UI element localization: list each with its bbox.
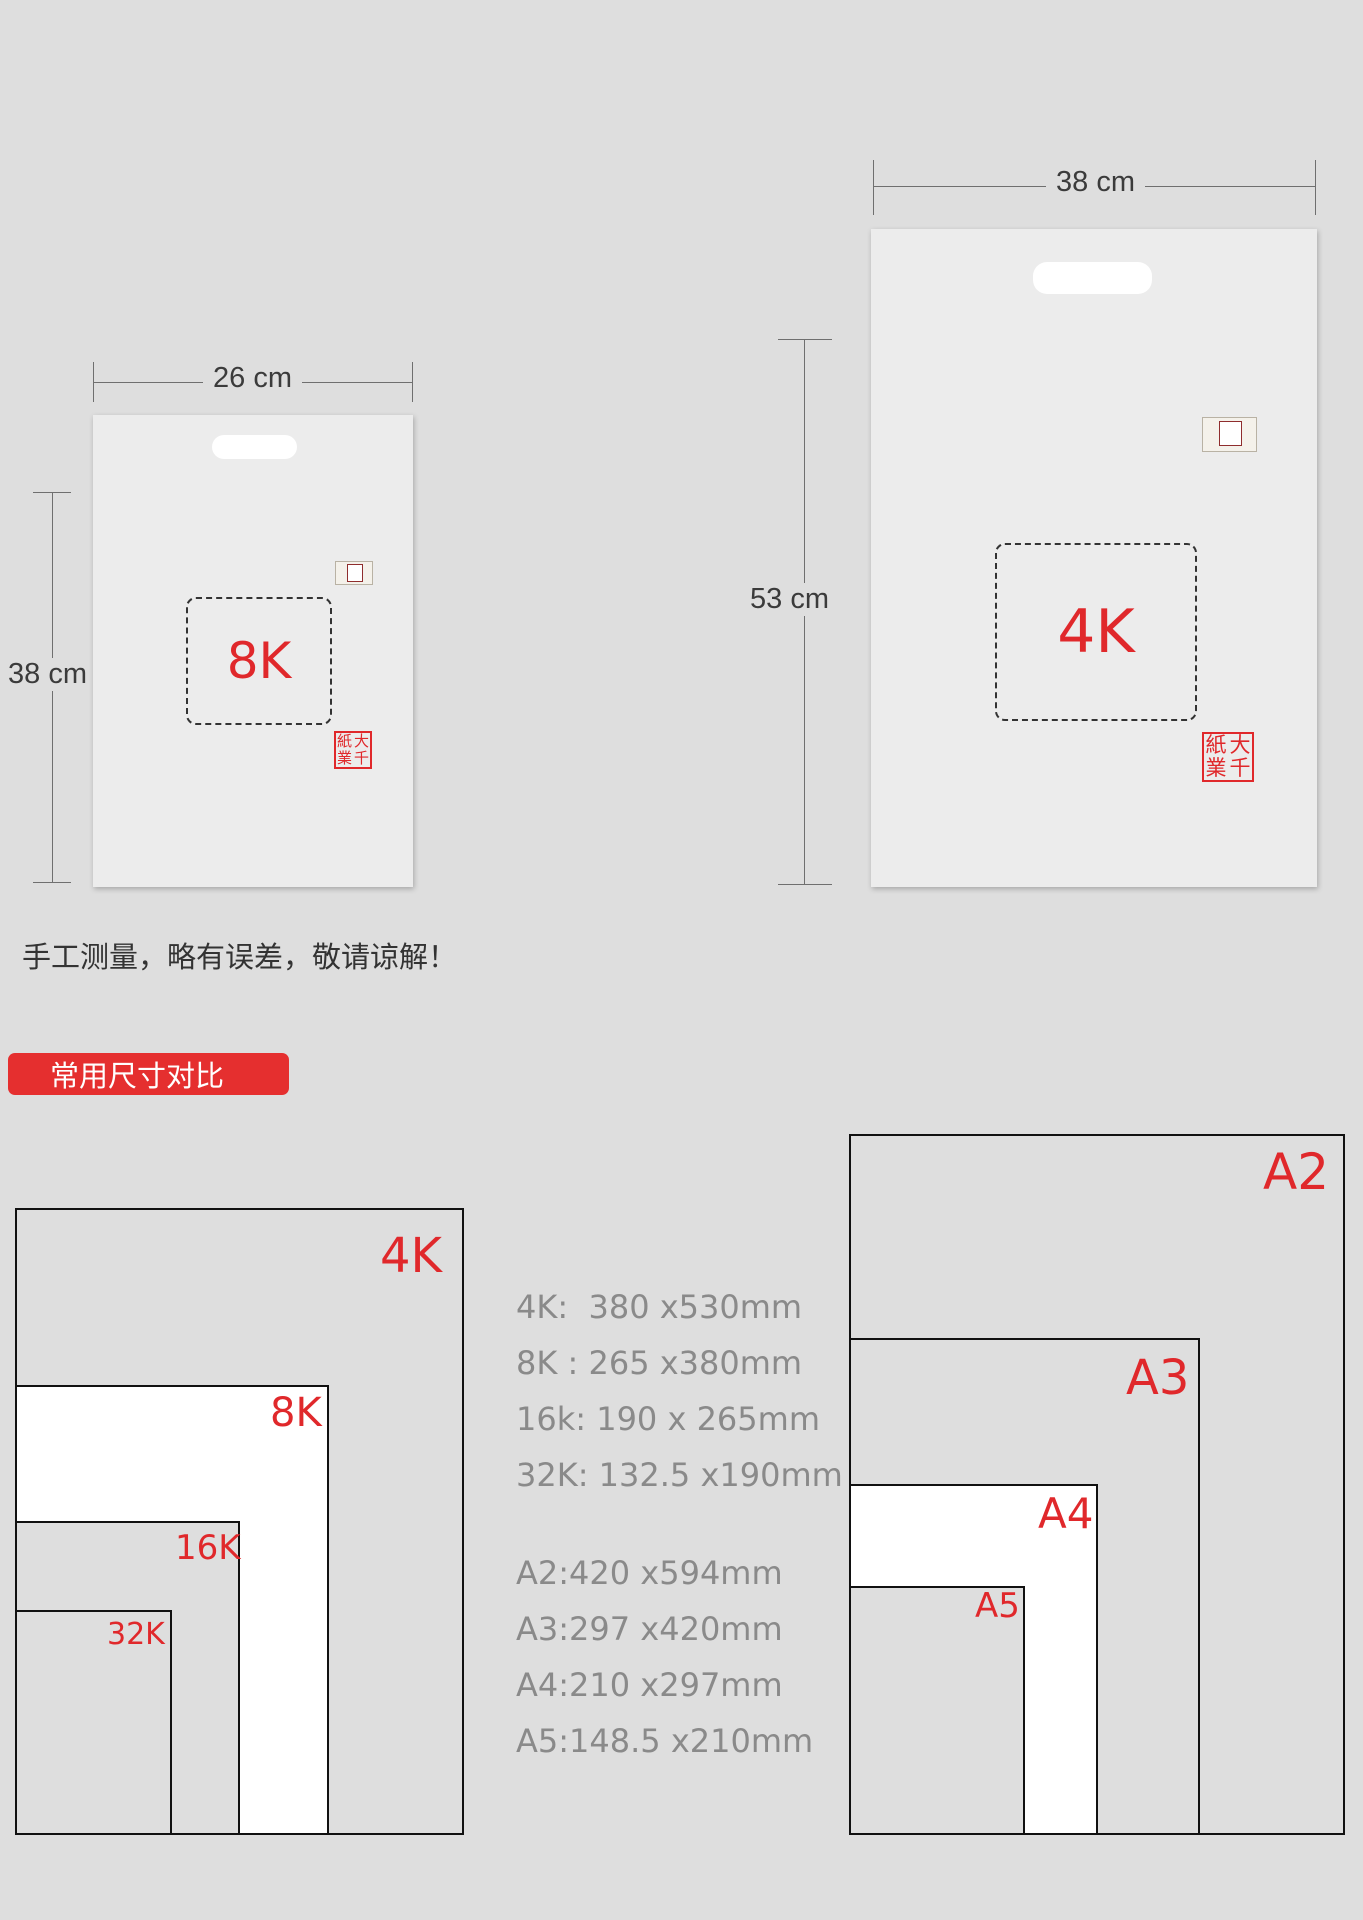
small-bag: 8K 紙 大 業 千 xyxy=(93,415,413,887)
spec-line: 8K : 265 x380mm xyxy=(516,1344,803,1382)
sheet-label-a4: A4 xyxy=(1038,1489,1094,1538)
seal-char: 千 xyxy=(353,749,369,767)
seal-char: 大 xyxy=(353,732,369,750)
bag-handle-hole xyxy=(1033,262,1152,294)
red-seal-stamp: 紙 大 業 千 xyxy=(1202,732,1254,782)
sheet-label-8k: 8K xyxy=(270,1390,322,1436)
large-bag-width-label: 38 cm xyxy=(1046,166,1145,199)
measurement-note: 手工测量，略有误差，敬请谅解！ xyxy=(22,940,458,974)
spec-line: A5:148.5 x210mm xyxy=(516,1722,814,1760)
size-label: 4K xyxy=(1057,597,1135,667)
spec-line: 4K: 380 x530mm xyxy=(516,1288,803,1326)
sheet-label-a2: A2 xyxy=(1263,1143,1330,1201)
seal-char: 業 xyxy=(1205,756,1227,780)
small-bag-height-label: 38 cm xyxy=(4,658,91,691)
spec-line: 32K: 132.5 x190mm xyxy=(516,1456,843,1494)
sheet-label-4k: 4K xyxy=(380,1228,443,1284)
seal-char: 紙 xyxy=(336,732,352,750)
brand-logo-label xyxy=(1202,417,1257,452)
seal-char: 業 xyxy=(336,749,352,767)
large-bag-width-tick-right xyxy=(1315,160,1316,215)
small-bag-width-label: 26 cm xyxy=(203,362,302,395)
section-title: 常用尺寸对比 xyxy=(8,1053,289,1095)
sheet-label-a5: A5 xyxy=(975,1586,1020,1626)
spec-line: 16k: 190 x 265mm xyxy=(516,1400,820,1438)
spec-line: A2:420 x594mm xyxy=(516,1554,783,1592)
sheet-a5 xyxy=(849,1586,1025,1835)
large-bag-height-label: 53 cm xyxy=(742,583,837,616)
small-bag-height-tick-bottom xyxy=(33,882,71,883)
sheet-32k xyxy=(15,1610,172,1835)
large-bag-width-tick-left xyxy=(873,160,874,215)
size-area-box: 8K xyxy=(186,597,332,725)
bag-handle-hole xyxy=(212,435,297,459)
size-label: 8K xyxy=(226,632,292,690)
sheet-label-16k: 16K xyxy=(175,1528,241,1568)
spec-line: A4:210 x297mm xyxy=(516,1666,783,1704)
seal-char: 千 xyxy=(1229,756,1251,780)
seal-char: 紙 xyxy=(1205,733,1227,757)
seal-char: 大 xyxy=(1229,733,1251,757)
red-seal-stamp: 紙 大 業 千 xyxy=(334,731,372,769)
brand-logo-label xyxy=(335,561,373,585)
sheet-label-a3: A3 xyxy=(1126,1350,1190,1406)
large-bag: 4K 紙 大 業 千 xyxy=(871,229,1317,887)
large-bag-height-tick-bottom xyxy=(778,884,832,885)
size-area-box: 4K xyxy=(995,543,1197,721)
spec-line: A3:297 x420mm xyxy=(516,1610,783,1648)
large-bag-height-tick-top xyxy=(778,339,832,340)
sheet-label-32k: 32K xyxy=(107,1617,165,1652)
